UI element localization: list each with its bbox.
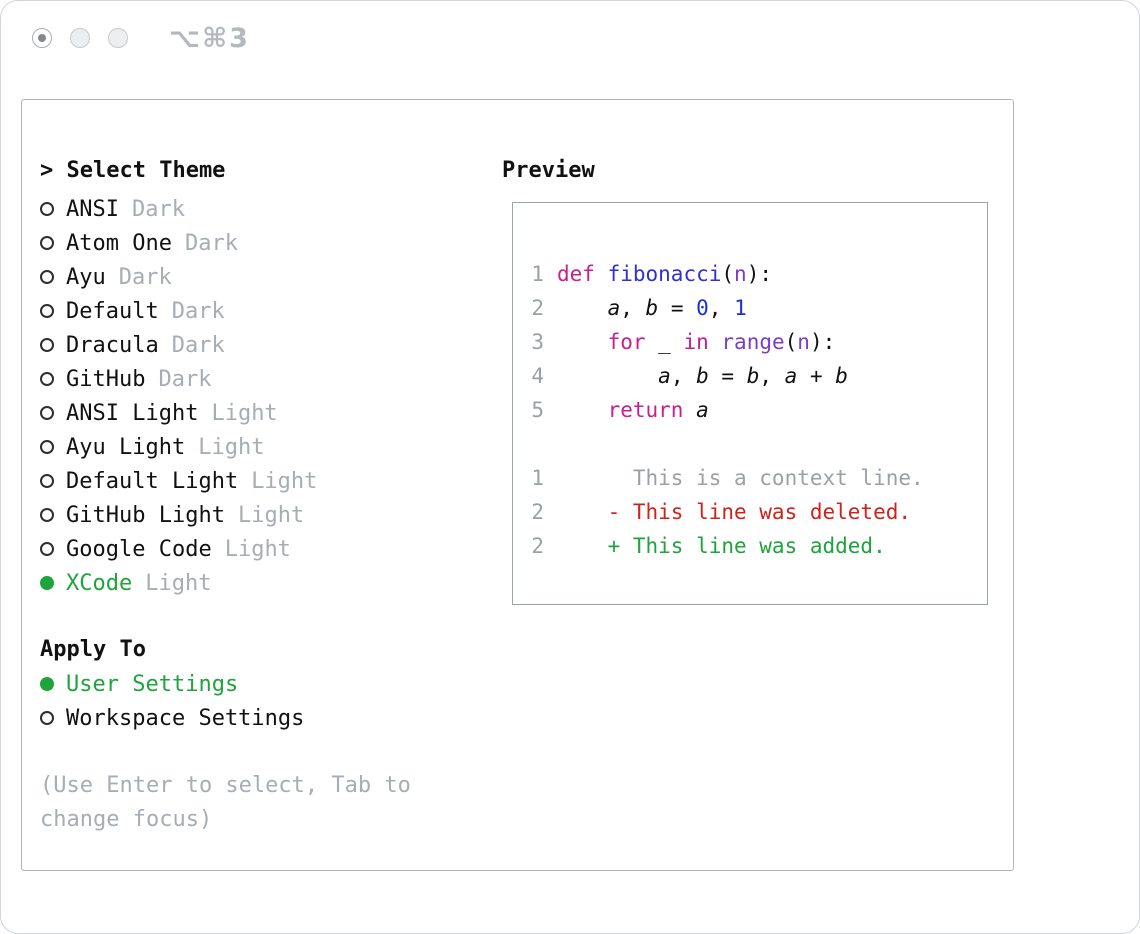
option-label: Default <box>66 298 159 324</box>
line-number: 2 <box>531 500 544 524</box>
window-button-3[interactable] <box>108 28 128 48</box>
option-label: GitHub <box>66 366 146 392</box>
theme-option-ansi-light[interactable]: ANSI Light Light <box>40 396 485 430</box>
option-variant-tag: Dark <box>184 230 238 256</box>
radio-icon <box>40 406 54 420</box>
option-label: ANSI <box>66 196 119 222</box>
option-label: Atom One <box>66 230 172 256</box>
radio-icon <box>40 542 54 556</box>
code-line: 3 for _ in range(n): <box>531 325 987 359</box>
line-number: 1 <box>531 262 544 286</box>
line-number: 5 <box>531 398 544 422</box>
code-line: 2 a, b = 0, 1 <box>531 291 987 325</box>
option-label: Google Code <box>66 536 212 562</box>
theme-option-github-light[interactable]: GitHub Light Light <box>40 498 485 532</box>
option-variant-tag: Dark <box>171 298 225 324</box>
hint-line-2: change focus) <box>40 807 213 832</box>
hint-text: (Use Enter to select, Tab to change focu… <box>40 769 485 837</box>
theme-option-dracula[interactable]: Dracula Dark <box>40 328 485 362</box>
radio-icon <box>40 304 54 318</box>
option-variant-tag: Light <box>224 536 291 562</box>
line-number: 2 <box>531 296 544 320</box>
theme-option-default-light[interactable]: Default Light Light <box>40 464 485 498</box>
option-variant-tag: Dark <box>158 366 212 392</box>
option-variant-tag: Light <box>145 570 212 596</box>
line-number: 1 <box>531 466 544 490</box>
radio-icon <box>40 202 54 216</box>
titlebar: ⌥⌘3 <box>1 1 1139 99</box>
hint-line-1: (Use Enter to select, Tab to <box>40 773 411 798</box>
radio-icon <box>40 440 54 454</box>
select-theme-title: > Select Theme <box>40 158 226 183</box>
radio-icon <box>40 711 54 725</box>
apply-to-title: Apply To <box>40 637 146 662</box>
keyboard-shortcut-label: ⌥⌘3 <box>169 23 250 54</box>
preview-title: Preview <box>502 158 595 183</box>
radio-icon <box>40 338 54 352</box>
option-label: Default Light <box>66 468 239 494</box>
option-label: Workspace Settings <box>66 705 305 731</box>
option-label: Ayu Light <box>66 434 186 460</box>
radio-icon <box>40 236 54 250</box>
theme-option-ayu-light[interactable]: Ayu Light Light <box>40 430 485 464</box>
code-line: 4 a, b = b, a + b <box>531 359 987 393</box>
theme-option-ansi[interactable]: ANSI Dark <box>40 192 485 226</box>
line-number: 2 <box>531 534 544 558</box>
radio-selected-icon <box>40 576 54 590</box>
option-label: User Settings <box>66 671 239 697</box>
code-line: 2 - This line was deleted. <box>531 495 987 529</box>
code-line: 1 This is a context line. <box>531 461 987 495</box>
theme-option-default[interactable]: Default Dark <box>40 294 485 328</box>
option-variant-tag: Light <box>198 434 265 460</box>
apply-option-user-settings[interactable]: User Settings <box>40 667 485 701</box>
theme-option-github[interactable]: GitHub Dark <box>40 362 485 396</box>
window-button-2[interactable] <box>70 28 90 48</box>
theme-option-atom-one[interactable]: Atom One Dark <box>40 226 485 260</box>
option-label: Ayu <box>66 264 106 290</box>
radio-selected-icon <box>40 677 54 691</box>
window-button-active[interactable] <box>32 28 52 48</box>
option-variant-tag: Light <box>251 468 318 494</box>
code-line: 5 return a <box>531 393 987 427</box>
theme-option-google-code[interactable]: Google Code Light <box>40 532 485 566</box>
radio-icon <box>40 270 54 284</box>
option-variant-tag: Light <box>211 400 278 426</box>
option-label: GitHub Light <box>66 502 225 528</box>
option-variant-tag: Dark <box>171 332 225 358</box>
code-blank-line <box>531 427 987 461</box>
theme-option-xcode[interactable]: XCode Light <box>40 566 485 600</box>
option-variant-tag: Dark <box>131 196 185 222</box>
code-line: 2 + This line was added. <box>531 529 987 563</box>
option-label: Dracula <box>66 332 159 358</box>
line-number: 3 <box>531 330 544 354</box>
option-variant-tag: Dark <box>118 264 172 290</box>
option-label: ANSI Light <box>66 400 199 426</box>
window-button-dot-icon <box>38 34 46 42</box>
option-variant-tag: Light <box>237 502 305 528</box>
radio-icon <box>40 508 54 522</box>
option-label: XCode <box>66 570 133 596</box>
radio-icon <box>40 372 54 386</box>
theme-option-ayu[interactable]: Ayu Dark <box>40 260 485 294</box>
line-number: 4 <box>531 364 544 388</box>
radio-icon <box>40 474 54 488</box>
apply-option-workspace-settings[interactable]: Workspace Settings <box>40 701 485 735</box>
